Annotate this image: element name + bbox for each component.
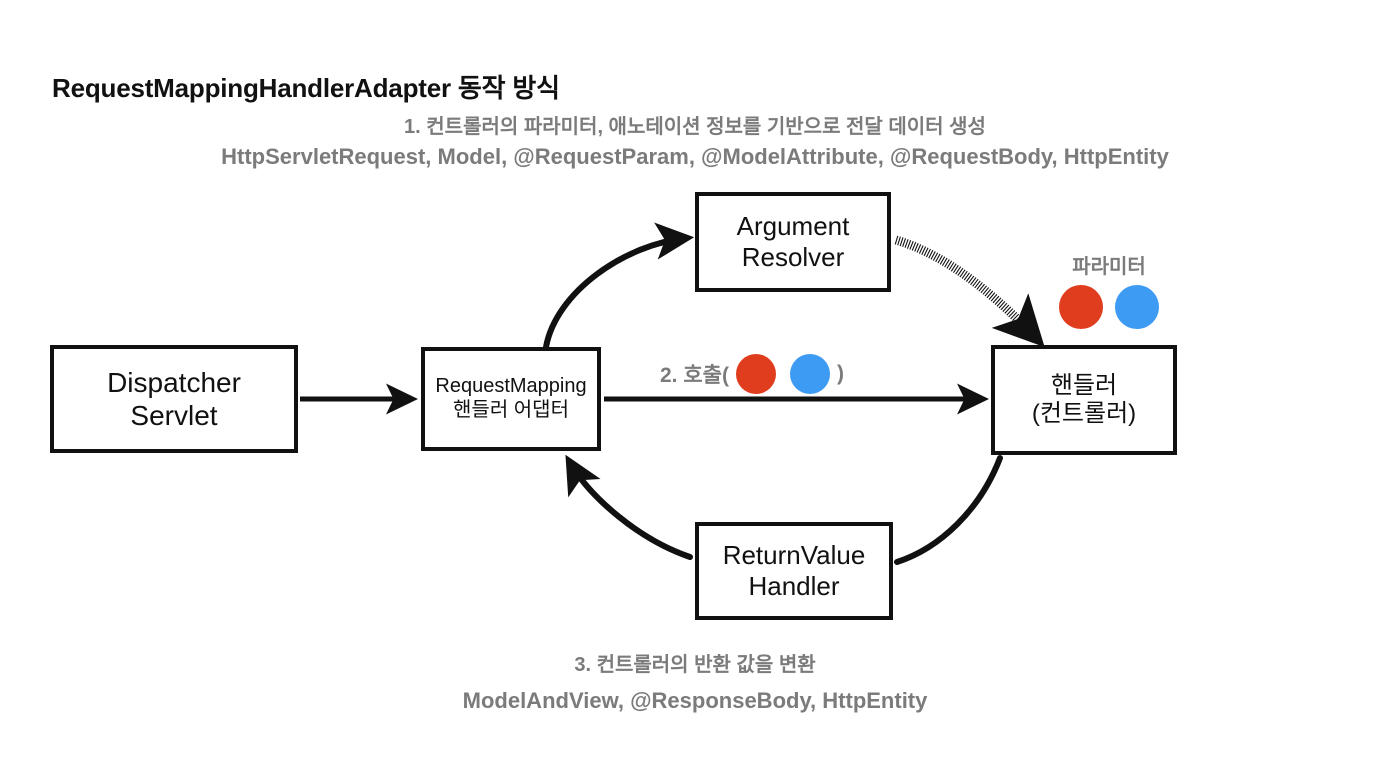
arrow-argumentresolver-to-handler-dotted — [894, 235, 1045, 348]
node-return-value-handler-line1: ReturnValue — [722, 540, 866, 571]
red-dot-icon — [735, 354, 776, 394]
red-dot-icon — [1059, 285, 1103, 329]
node-dispatcher-servlet-line2: Servlet — [130, 400, 218, 431]
arrow-handler-to-returnvaluehandler — [894, 455, 1003, 565]
label-call-step-2-prefix: 2. 호출( — [660, 364, 729, 387]
node-argument-resolver[interactable]: Argument Resolver — [695, 192, 891, 292]
blue-dot-icon — [789, 354, 830, 394]
label-call-step-2: 2. 호출( ) — [660, 354, 844, 394]
node-request-mapping-handler-adapter-line2: 핸들러 어댑터 — [453, 399, 569, 421]
node-argument-resolver-line2: Resolver — [741, 242, 845, 272]
caption-argument-types: HttpServletRequest, Model, @RequestParam… — [221, 144, 1169, 169]
blue-dot-icon — [1115, 285, 1159, 329]
node-dispatcher-servlet[interactable]: Dispatcher Servlet — [50, 345, 298, 453]
label-parameter: 파라미터 — [1072, 256, 1146, 278]
parameter-group: 파라미터 — [1044, 250, 1174, 329]
node-argument-resolver-line1: Argument — [736, 211, 850, 242]
node-handler-controller-line1: 핸들러 — [1050, 371, 1118, 399]
node-request-mapping-handler-adapter[interactable]: RequestMapping 핸들러 어댑터 — [421, 347, 601, 451]
caption-return-types: ModelAndView, @ResponseBody, HttpEntity — [462, 688, 928, 713]
node-handler-controller-line2: (컨트롤러) — [1031, 400, 1137, 427]
page-title: RequestMappingHandlerAdapter 동작 방식 — [52, 73, 560, 103]
caption-step-1: 1. 컨트롤러의 파라미터, 애노테이션 정보를 기반으로 전달 데이터 생성 — [404, 116, 986, 138]
arrow-requestmapping-to-argumentresolver — [543, 222, 695, 350]
label-call-step-2-suffix: ) — [836, 362, 844, 385]
parameter-dots — [1044, 285, 1174, 329]
node-return-value-handler-line2: Handler — [748, 571, 840, 601]
node-request-mapping-handler-adapter-line1: RequestMapping — [435, 375, 587, 398]
arrow-returnvaluehandler-to-requestmapping — [565, 454, 693, 560]
node-dispatcher-servlet-line1: Dispatcher — [107, 366, 241, 398]
caption-step-3: 3. 컨트롤러의 반환 값을 변환 — [574, 654, 816, 676]
node-handler-controller[interactable]: 핸들러 (컨트롤러) — [991, 345, 1177, 455]
node-return-value-handler[interactable]: ReturnValue Handler — [695, 522, 893, 620]
